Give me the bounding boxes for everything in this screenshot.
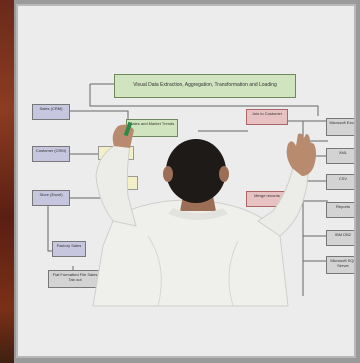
source-sales: Sales (CRM) — [32, 104, 70, 120]
target-sqlserver: Microsoft SQL Server — [326, 256, 354, 274]
target-csv: CSV — [326, 174, 354, 190]
background-strip — [0, 0, 14, 363]
target-db2: IBM DB2 — [326, 230, 354, 246]
whiteboard-diagram: Visual Data Extraction, Aggregation, Tra… — [16, 4, 356, 358]
target-reports: Reports — [326, 202, 354, 218]
source-customer: Customer (CRM) — [32, 146, 70, 162]
source-store: Store (Excel) — [32, 190, 70, 206]
diagram-title: Visual Data Extraction, Aggregation, Tra… — [114, 74, 296, 98]
man-at-whiteboard — [92, 121, 316, 307]
source-factory: Factory Sales — [52, 241, 86, 257]
target-excel: Microsoft Excel — [326, 118, 354, 136]
process-join: Join to Customer — [246, 109, 288, 125]
target-xml: XML — [326, 148, 354, 164]
